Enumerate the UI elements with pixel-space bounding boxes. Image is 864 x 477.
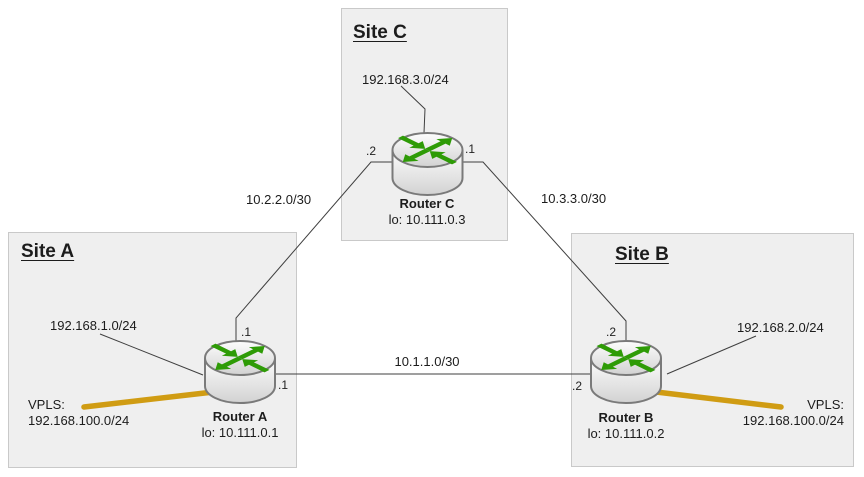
router-a-if-top-label: .1 xyxy=(241,325,252,339)
site-b-title: Site B xyxy=(615,244,669,265)
router-c-loopback: lo: 10.111.0.3 xyxy=(388,211,466,227)
leader-line-c-lan xyxy=(400,85,426,134)
router-c-if-left-label: .2 xyxy=(366,144,377,158)
link-line-c-b xyxy=(458,161,627,342)
router-c-if-right-label: .1 xyxy=(465,142,476,156)
vpls-b-subnet: 192.168.100.0/24 xyxy=(742,412,844,428)
router-b-name: Router B xyxy=(598,410,654,425)
router-c-name: Router C xyxy=(399,196,455,211)
router-c-icon xyxy=(391,132,464,196)
vpls-a-label: VPLS: 192.168.100.0/24 xyxy=(28,397,129,428)
site-c-title: Site C xyxy=(353,22,407,43)
router-b-loopback: lo: 10.111.0.2 xyxy=(587,425,665,441)
leader-line-a-lan xyxy=(99,333,204,376)
site-a-title: Site A xyxy=(21,241,75,262)
link-a-b-subnet-label: 10.1.1.0/30 xyxy=(394,354,460,369)
vpls-a-title: VPLS: xyxy=(28,397,65,412)
site-b-lan-label: 192.168.2.0/24 xyxy=(737,320,824,335)
vpls-line-a xyxy=(81,388,225,410)
router-c-label: Router C lo: 10.111.0.3 xyxy=(347,196,507,227)
router-a-if-right-label: .1 xyxy=(278,378,289,392)
router-b-icon xyxy=(590,340,662,404)
router-a-name: Router A xyxy=(212,409,268,424)
router-b-label: Router B lo: 10.111.0.2 xyxy=(546,410,706,441)
vpls-b-title: VPLS: xyxy=(807,397,844,412)
router-a-icon xyxy=(204,340,276,404)
link-a-c-subnet-label: 10.2.2.0/30 xyxy=(246,192,312,207)
vpls-a-subnet: 192.168.100.0/24 xyxy=(28,412,130,428)
router-b-if-left-label: .2 xyxy=(572,379,583,393)
site-a-lan-label: 192.168.1.0/24 xyxy=(50,318,137,333)
vpls-line-b xyxy=(645,388,784,410)
router-a-label: Router A lo: 10.111.0.1 xyxy=(160,409,320,440)
link-c-b-subnet-label: 10.3.3.0/30 xyxy=(541,191,607,206)
router-b-if-top-label: .2 xyxy=(606,325,617,339)
link-line-a-c xyxy=(235,161,392,342)
vpls-b-label: VPLS: 192.168.100.0/24 xyxy=(634,397,844,428)
router-a-loopback: lo: 10.111.0.1 xyxy=(201,424,279,440)
leader-line-b-lan xyxy=(666,335,757,375)
site-c-lan-label: 192.168.3.0/24 xyxy=(362,72,449,87)
